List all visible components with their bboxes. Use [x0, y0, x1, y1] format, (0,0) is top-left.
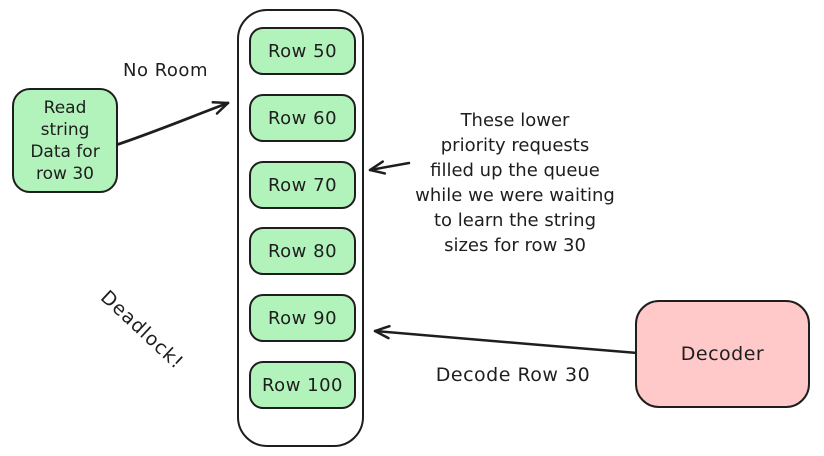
- decode-row-arrow: [373, 324, 639, 355]
- deadlock-note: Deadlock!: [96, 286, 188, 374]
- decoder-box: Decoder: [635, 300, 810, 408]
- queue-row-90: Row 90: [249, 294, 356, 342]
- queue-row-80: Row 80: [249, 227, 356, 275]
- queue-row-50: Row 50: [249, 27, 356, 75]
- queue-annotation-text: These lower priority requests filled up …: [415, 110, 615, 256]
- decoder-label: Decoder: [680, 343, 765, 365]
- decode-arrow-label: Decode Row 30: [435, 364, 591, 386]
- read-request-label: Read string Data for row 30: [30, 97, 100, 184]
- queue-container: Row 50 Row 60 Row 70 Row 80 Row 90 Row 1…: [237, 9, 364, 447]
- read-request-box: Read string Data for row 30: [12, 88, 118, 193]
- queue-row-100: Row 100: [249, 361, 356, 409]
- no-room-arrow-label: No Room: [123, 60, 208, 81]
- no-room-arrow: [114, 101, 230, 147]
- queue-row-70: Row 70: [249, 161, 356, 209]
- queue-row-60: Row 60: [249, 94, 356, 142]
